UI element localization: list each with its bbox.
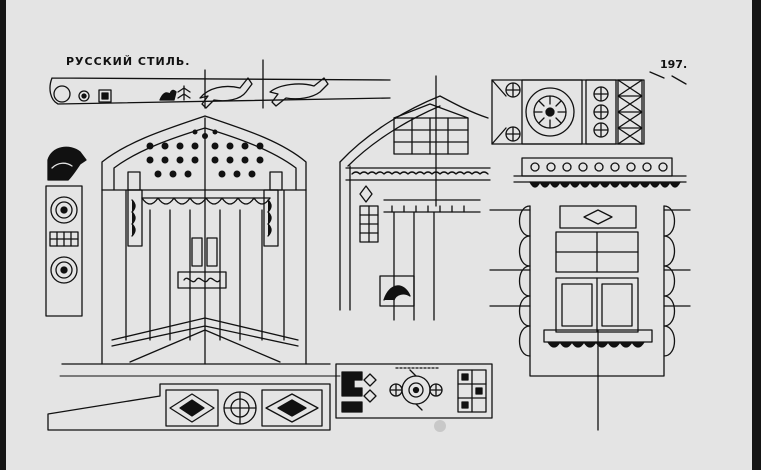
plate-title: Русский стиль. <box>66 55 191 68</box>
page-number: 197. <box>660 58 688 71</box>
gable-house <box>339 75 491 321</box>
rosette-panel <box>491 71 687 145</box>
carved-gate <box>61 115 331 365</box>
carved-window <box>489 157 691 431</box>
carved-board-animals <box>49 59 391 109</box>
carved-beam <box>47 375 341 431</box>
gate-gable-circles[interactable] <box>146 129 264 178</box>
post-horse-head <box>45 146 87 317</box>
carved-panel-bottom <box>335 363 493 432</box>
